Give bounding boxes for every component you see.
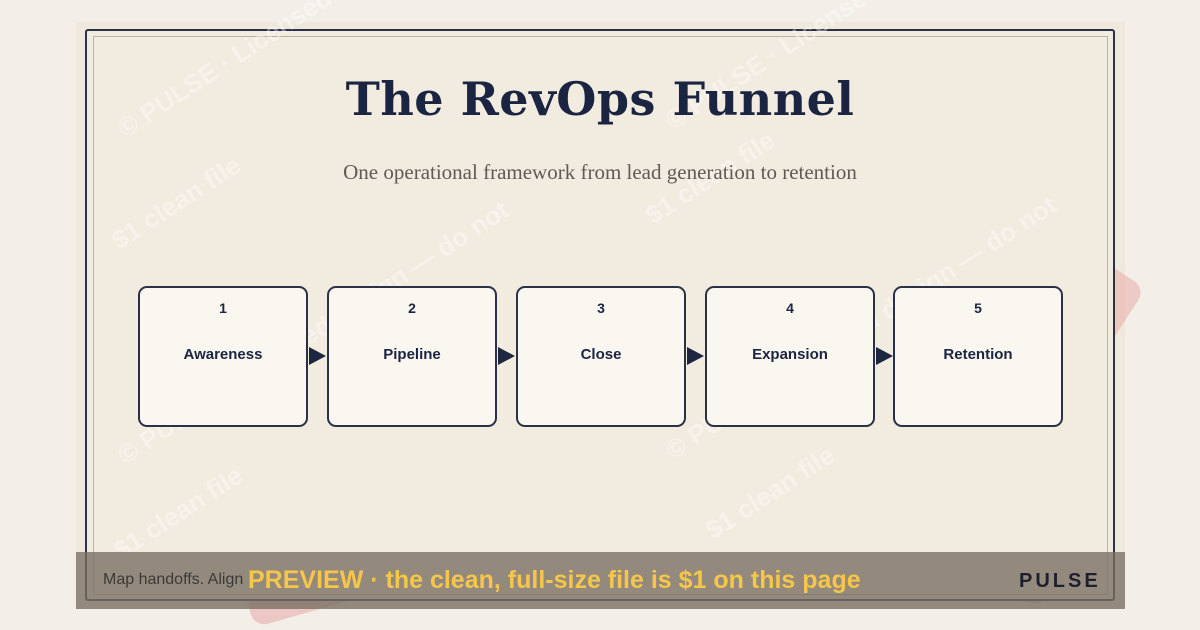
brand-logo: PULSE bbox=[1019, 570, 1101, 592]
stage-number: 5 bbox=[974, 300, 982, 316]
stage-card-awareness: 1 Awareness bbox=[138, 286, 308, 427]
stage-card-close: 3 Close bbox=[516, 286, 686, 427]
stage-card-pipeline: 2 Pipeline bbox=[327, 286, 497, 427]
stage-name: Expansion bbox=[752, 346, 828, 363]
stage-number: 3 bbox=[597, 300, 605, 316]
stage-name: Awareness bbox=[183, 346, 263, 363]
stage-name: Pipeline bbox=[383, 346, 441, 363]
preview-banner bbox=[76, 552, 1125, 609]
slide-title: The RevOps Funnel bbox=[345, 72, 855, 126]
slide-subtitle: One operational framework from lead gene… bbox=[343, 160, 857, 184]
stage-name: Retention bbox=[943, 346, 1013, 363]
preview-notice: PREVIEW · the clean, full-size file is $… bbox=[248, 566, 861, 594]
arrow-right-icon bbox=[309, 347, 326, 365]
stage-card-expansion: 4 Expansion bbox=[705, 286, 875, 427]
slide-footer-text: Map handoffs. Align bbox=[103, 571, 244, 588]
arrow-right-icon bbox=[876, 347, 893, 365]
stage-name: Close bbox=[580, 346, 622, 363]
arrow-right-icon bbox=[687, 347, 704, 365]
stage-number: 1 bbox=[219, 300, 227, 316]
arrow-right-icon bbox=[498, 347, 515, 365]
stage-card-retention: 5 Retention bbox=[893, 286, 1063, 427]
stage-number: 4 bbox=[786, 300, 794, 316]
stage-number: 2 bbox=[408, 300, 416, 316]
